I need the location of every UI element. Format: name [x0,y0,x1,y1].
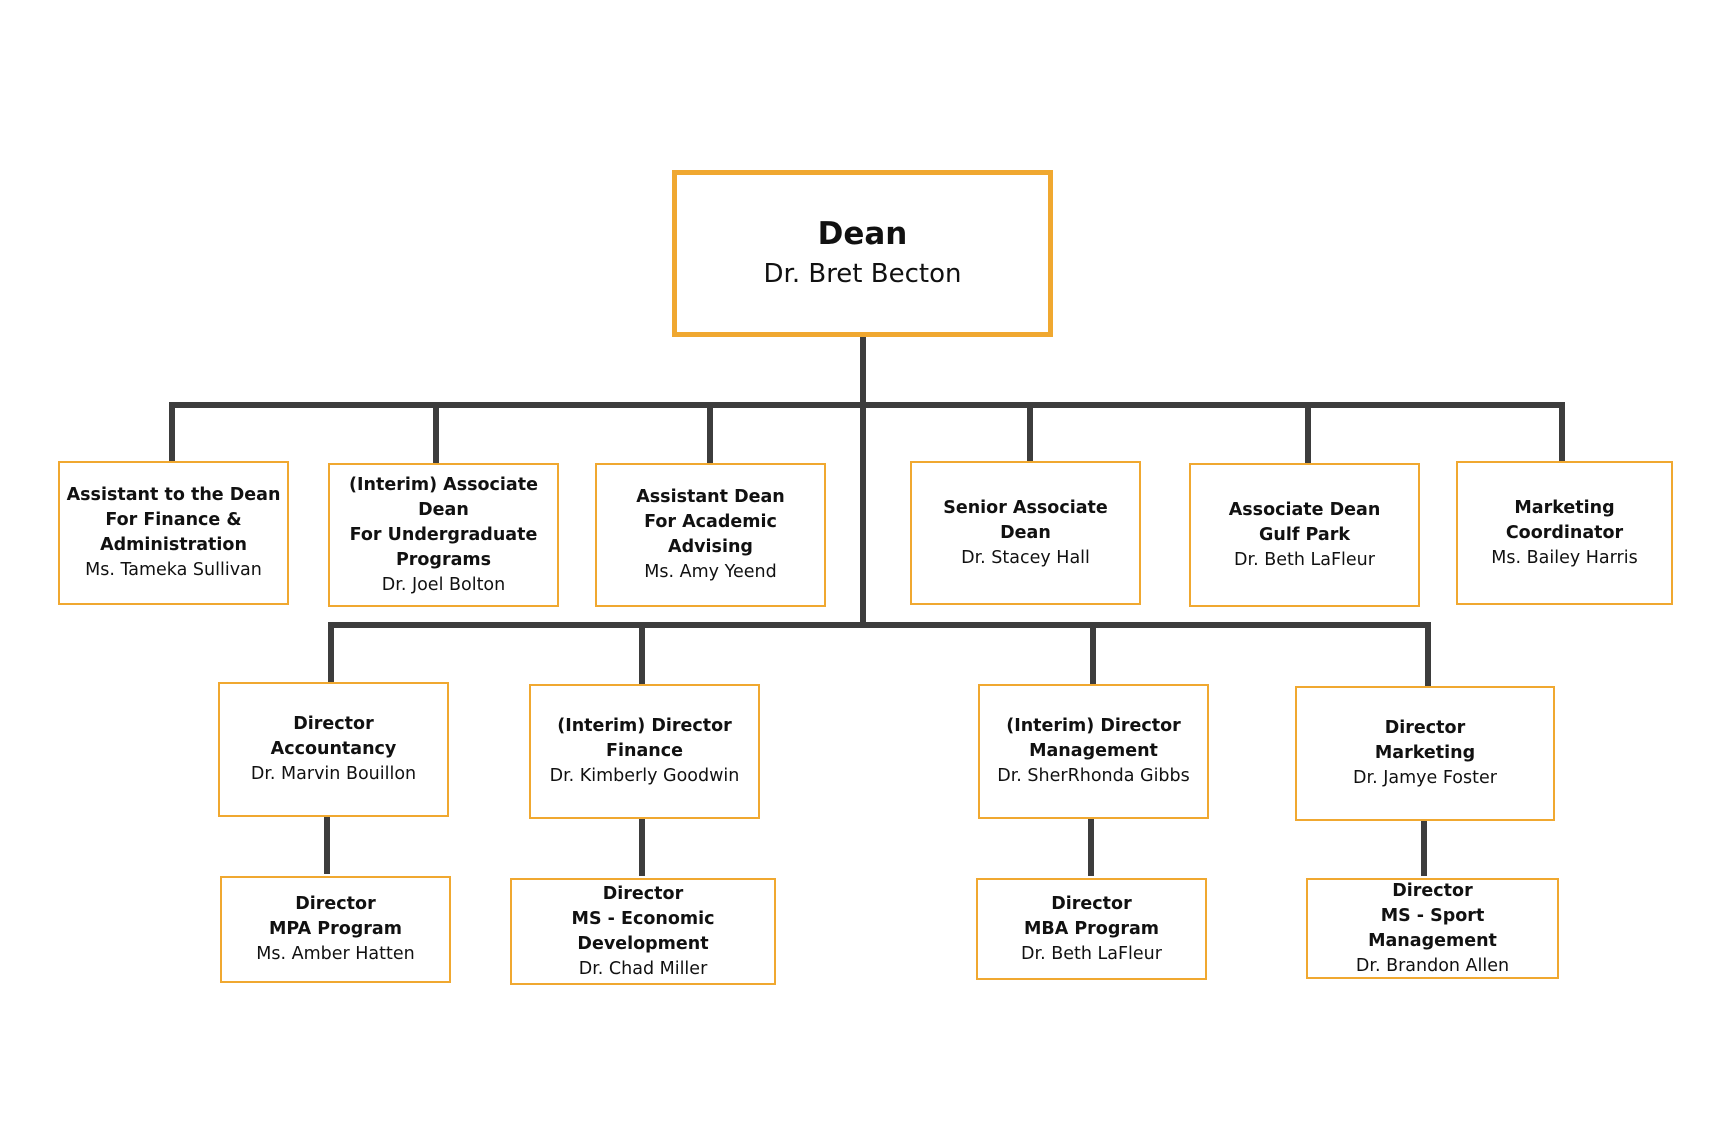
dean-box: Dean Dr. Bret Becton [672,170,1053,337]
connector-drop-l1-1 [433,402,439,463]
connector-dir2-program [1088,819,1094,876]
academic-advising-dean-box: Assistant Dean For Academic Advising Ms.… [595,463,826,607]
box-title: Director MS - Sport Management [1368,880,1497,951]
director-ms-sport-mgmt-box: Director MS - Sport Management Dr. Brand… [1306,878,1559,979]
box-title: Associate Dean Gulf Park [1228,499,1381,545]
box-title: Assistant Dean For Academic Advising [636,487,785,557]
director-mpa-program-box: Director MPA Program Ms. Amber Hatten [220,876,451,983]
box-title: (Interim) Associate Dean For Undergradua… [349,474,538,570]
box-title: Director Marketing [1374,718,1476,763]
connector-drop-l1-2 [707,402,713,463]
director-accountancy-box: Director Accountancy Dr. Marvin Bouillon [218,682,449,817]
box-title: (Interim) Director Management [1006,716,1181,761]
connector-drop-l1-5 [1559,402,1565,461]
box-title: (Interim) Director Finance [557,716,732,761]
box-title: Director MPA Program [269,894,402,939]
box-name: Dr. Kimberly Goodwin [549,766,740,786]
marketing-coordinator-box: Marketing Coordinator Ms. Bailey Harris [1456,461,1673,605]
connector-drop-l1-0 [169,402,175,461]
box-name: Dr. Beth LaFleur [1021,943,1162,964]
connector-drop-dir-2 [1090,622,1096,684]
connector-drop-dir-3 [1425,622,1431,686]
box-title: Assistant to the Dean For Finance & Admi… [66,485,281,555]
connector-dir3-program [1421,819,1427,876]
connector-drop-l1-4 [1305,402,1311,463]
connector-level1-bus [169,402,1565,408]
box-name: Dr. Marvin Bouillon [250,764,417,784]
connector-dean-trunk [860,333,866,625]
dean-name: Dr. Bret Becton [763,258,962,289]
senior-associate-dean-box: Senior Associate Dean Dr. Stacey Hall [910,461,1141,605]
box-name: Dr. Joel Bolton [381,574,506,595]
undergrad-associate-dean-box: (Interim) Associate Dean For Undergradua… [328,463,559,607]
box-name: Dr. Jamye Foster [1353,768,1497,788]
director-mba-program-box: Director MBA Program Dr. Beth LaFleur [976,878,1207,980]
box-title: Senior Associate Dean [943,497,1108,543]
connector-dir0-program [324,815,330,874]
box-name: Dr. Brandon Allen [1355,955,1510,976]
director-marketing-box: Director Marketing Dr. Jamye Foster [1295,686,1555,821]
box-name: Ms. Bailey Harris [1491,547,1638,568]
assistant-to-dean-box: Assistant to the Dean For Finance & Admi… [58,461,289,605]
box-title: Director MS - Economic Development [571,883,715,954]
box-name: Dr. SherRhonda Gibbs [997,766,1190,786]
box-name: Dr. Chad Miller [578,958,708,979]
box-name: Ms. Amber Hatten [256,944,415,964]
connector-dir1-program [639,817,645,876]
connector-drop-l1-3 [1027,402,1033,461]
director-ms-econ-dev-box: Director MS - Economic Development Dr. C… [510,878,776,985]
box-name: Dr. Beth LaFleur [1234,549,1375,570]
box-title: Director MBA Program [1023,893,1160,939]
dean-title: Dean [817,215,908,252]
connector-drop-dir-1 [639,622,645,684]
box-name: Ms. Amy Yeend [644,562,777,582]
gulf-park-associate-dean-box: Associate Dean Gulf Park Dr. Beth LaFleu… [1189,463,1420,607]
director-management-box: (Interim) Director Management Dr. SherRh… [978,684,1209,819]
box-title: Marketing Coordinator [1505,497,1624,543]
box-title: Director Accountancy [270,714,397,759]
director-finance-box: (Interim) Director Finance Dr. Kimberly … [529,684,760,819]
connector-directors-bus [328,622,1431,628]
box-name: Dr. Stacey Hall [961,547,1090,568]
box-name: Ms. Tameka Sullivan [85,560,262,580]
connector-drop-dir-0 [328,622,334,682]
